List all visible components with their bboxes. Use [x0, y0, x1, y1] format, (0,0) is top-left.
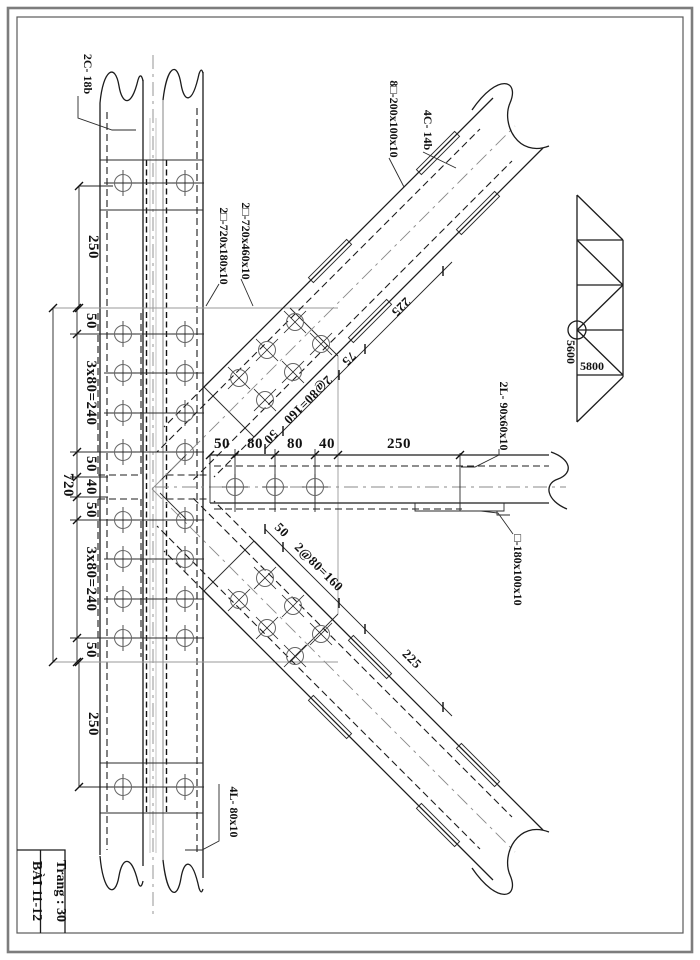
- dim-diag-seg: 75: [339, 349, 360, 370]
- dim-chain-seg: 3x80=240: [83, 546, 99, 611]
- dim-horiz-seg: 50: [214, 436, 230, 452]
- dim-chain-seg: 40: [83, 479, 99, 495]
- joint-location-marker: [567, 320, 587, 340]
- top-diagonal-member: [151, 82, 550, 490]
- top-diagonal-dimension: 50 2@80=160 75 225: [261, 261, 453, 454]
- break-symbol-bottom-diagonal: [471, 829, 550, 896]
- dim-horiz-seg: 80: [287, 436, 303, 452]
- dim-diag-seg: 50: [261, 427, 282, 448]
- drawing-frame: [6, 6, 694, 954]
- dim-horiz-seg: 80: [247, 436, 263, 452]
- break-symbol-top-left: [99, 71, 144, 104]
- bottom-diagonal-dimension: 50 2@80=160 225: [264, 520, 453, 717]
- chord-bolt-gauge-lines: [70, 182, 204, 788]
- break-symbol-bottom-right: [162, 859, 204, 893]
- horizontal-dimension-chain: 50 80 80 40 250: [205, 436, 465, 460]
- chord-bolts: [109, 169, 199, 801]
- vertical-chord-member: [99, 55, 204, 915]
- dim-chain-seg: 50: [83, 456, 99, 472]
- dim-chain-seg: 50: [83, 502, 99, 518]
- key-plan-truss: 5600 5800: [564, 194, 624, 423]
- dim-chain-seg: 50: [83, 642, 99, 658]
- title-block-page: Trang : 30: [53, 860, 68, 922]
- label-diag-plates: 8□-200x100x10: [387, 80, 401, 157]
- bottom-diagonal-centerline: [151, 488, 516, 853]
- break-symbol-top-diagonal: [471, 82, 550, 149]
- break-symbol-top-right: [162, 68, 204, 101]
- label-horiz-angles: 2L- 90x60x10: [497, 382, 511, 451]
- top-diagonal-centerline: [151, 125, 516, 490]
- dim-chord-top-offset: 250: [85, 235, 101, 259]
- label-gusset-outer: 2□-720x460x10: [239, 202, 253, 279]
- horizontal-end-plate: [414, 503, 510, 516]
- break-symbol-horizontal: [548, 451, 569, 510]
- label-gusset-inner: 2□-720x180x10: [217, 207, 231, 284]
- chord-dimension-chain: 720 50 3x80=240 50 40 50 3x80=240 50 250…: [48, 181, 113, 792]
- label-diag-channels: 4C- 14b: [421, 110, 435, 151]
- dim-chain-seg: 3x80=240: [83, 360, 99, 425]
- key-plan-height-dim: 5600: [564, 340, 578, 364]
- horizontal-member-bolts: [221, 473, 329, 501]
- dim-horiz-seg: 40: [319, 436, 335, 452]
- key-plan-panel-dim: 5800: [580, 359, 604, 373]
- dim-diag-seg: 50: [272, 520, 293, 541]
- top-splice-plate: [100, 159, 203, 211]
- title-block: BÀI 11-12 Trang : 30: [17, 849, 68, 933]
- label-chord-channels: 2C- 18b: [81, 54, 95, 95]
- dim-diag-seg: 2@80=160: [281, 373, 336, 428]
- label-horiz-plate: □-180x100x10: [511, 534, 525, 605]
- title-block-course: BÀI 11-12: [29, 861, 46, 921]
- label-chord-angles: 4L- 80x10: [227, 787, 241, 838]
- break-symbol-bottom-left: [99, 855, 144, 891]
- dim-chord-bottom-offset: 250: [85, 712, 101, 736]
- bottom-splice-plate: [100, 762, 203, 814]
- dim-chain-seg: 50: [83, 313, 99, 329]
- callout-labels: 2C- 18b 2□-720x180x10 2□-720x460x10 8□-2…: [77, 54, 525, 851]
- dim-horiz-seg: 250: [387, 436, 411, 452]
- bottom-diagonal-member: [151, 488, 550, 896]
- dim-chord-total: 720: [60, 473, 76, 497]
- horizontal-member: [155, 449, 569, 516]
